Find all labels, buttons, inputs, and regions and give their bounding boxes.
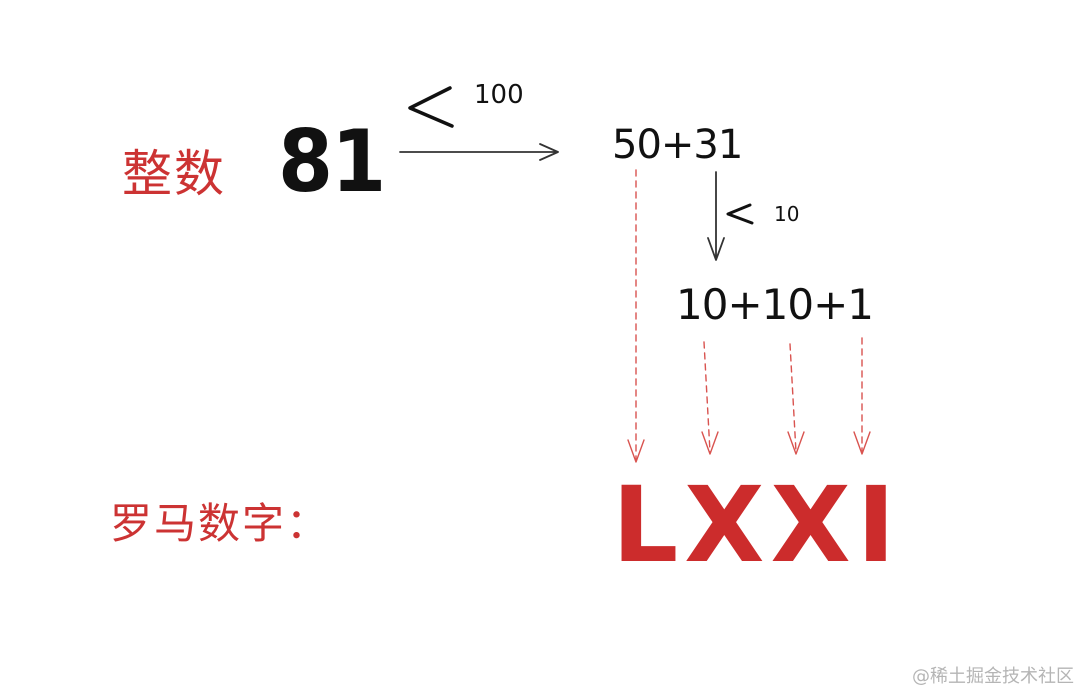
dashed-arrow-10-to-X1 xyxy=(703,341,711,453)
arrowhead-L xyxy=(627,439,645,463)
decomposition-hundreds: 50+31 xyxy=(612,122,743,168)
dashed-arrow-10-to-X2 xyxy=(789,343,797,453)
less-than-symbol-100 xyxy=(408,86,454,128)
input-number: 81 xyxy=(278,112,386,212)
decomposition-tens: 10+10+1 xyxy=(676,280,874,329)
arrowhead-X2 xyxy=(787,431,805,455)
arrow-81-to-decomposition xyxy=(399,143,559,161)
watermark: @稀土掘金技术社区 xyxy=(912,666,1074,687)
condition-10-label: 10 xyxy=(774,202,800,226)
label-roman-numeral: 罗马数字： xyxy=(110,499,331,548)
less-than-symbol-10 xyxy=(726,203,754,225)
arrowhead-X1 xyxy=(701,431,719,455)
arrow-31-to-tens xyxy=(707,171,725,261)
arrowhead-I xyxy=(853,431,871,455)
roman-result: LXXI xyxy=(612,464,902,586)
condition-100-label: 100 xyxy=(474,80,524,110)
label-integer: 整数 xyxy=(122,145,226,203)
